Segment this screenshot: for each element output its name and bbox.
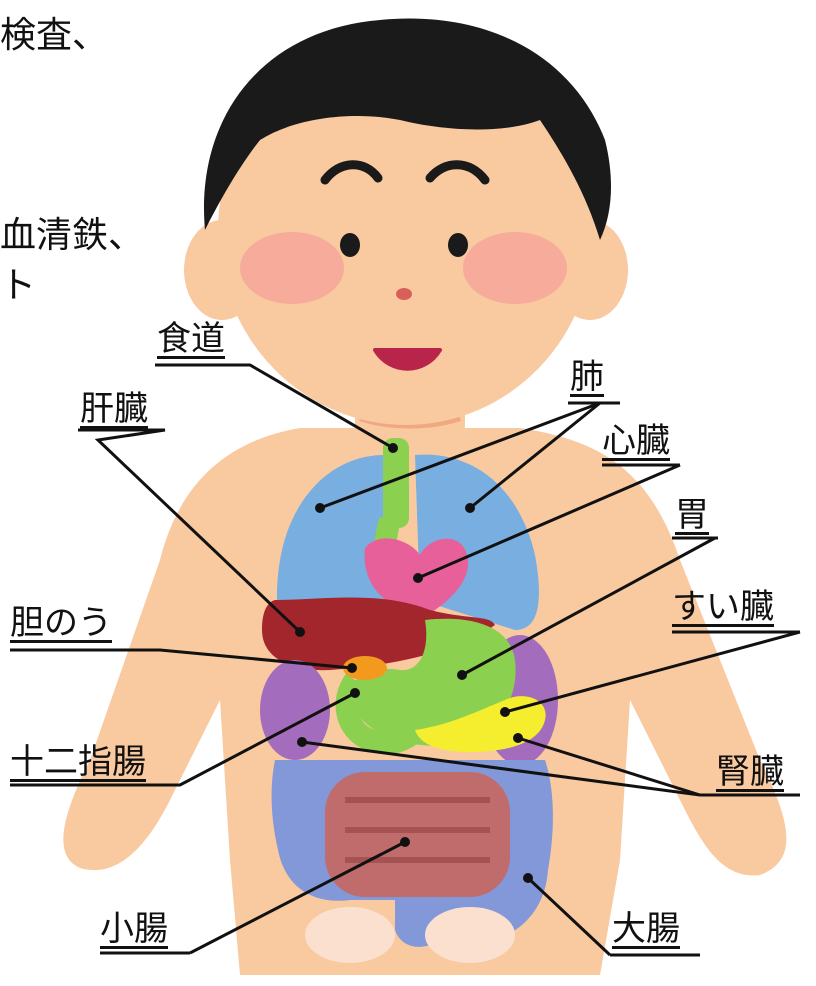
right-cheek — [463, 232, 567, 304]
label-esophagus: 食道 — [157, 322, 225, 356]
right-hip — [425, 907, 515, 963]
label-heart: 心臓 — [602, 424, 670, 458]
nose — [396, 288, 412, 300]
label-gallbladder: 胆のう — [10, 606, 112, 640]
label-liver: 肝臓 — [80, 392, 148, 426]
right-eye — [448, 233, 468, 257]
label-pancreas: すい臓 — [672, 590, 774, 624]
label-stomach: 胃 — [675, 498, 709, 532]
label-kidney: 腎臓 — [716, 755, 784, 789]
label-duodenum: 十二指腸 — [10, 745, 146, 779]
left-cheek — [240, 232, 344, 304]
side-text-line2: 血清鉄、 — [0, 218, 144, 254]
side-text-line3: ト — [0, 268, 36, 304]
small-intestine-organ — [325, 772, 510, 897]
left-eye — [340, 233, 360, 257]
label-lungs: 肺 — [570, 360, 604, 394]
label-small-intestine: 小腸 — [100, 912, 168, 946]
side-text-line1: 検査、 — [0, 18, 108, 54]
left-hip — [305, 907, 395, 963]
label-large-intestine: 大腸 — [612, 912, 680, 946]
